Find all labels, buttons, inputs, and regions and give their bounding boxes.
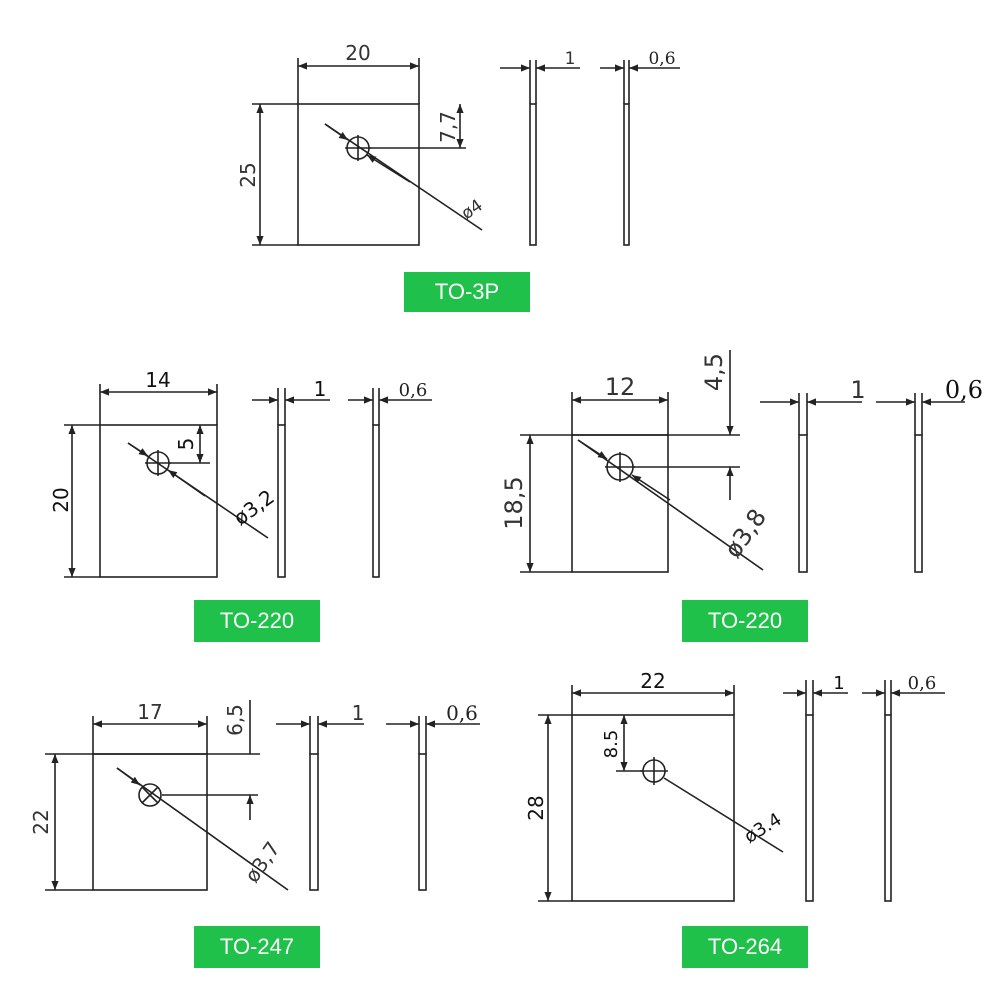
side-view-thin	[372, 424, 380, 578]
panel-to-220-a	[64, 384, 432, 578]
side-view-thin	[418, 753, 427, 891]
diameter-leader	[577, 439, 764, 571]
diameter-leader-arrow-b	[366, 154, 411, 183]
hole-offset-label: 6,5	[223, 704, 247, 736]
thickness-b-label: 0,6	[399, 380, 428, 401]
side-view-thin	[914, 434, 923, 573]
package-badge-to-220-b: TO-220	[682, 600, 808, 642]
pad-outline	[297, 103, 420, 246]
package-badge-to-220-a: TO-220	[194, 600, 320, 642]
hole-diameter-label: ø3,7	[240, 837, 285, 887]
diameter-leader	[116, 767, 289, 891]
thickness-a-label: 1	[314, 377, 327, 401]
thickness-b-label: 0,6	[446, 701, 478, 725]
hole-diameter-label: ø4	[458, 196, 487, 224]
diameter-leader-arrow-a	[577, 439, 608, 460]
hole-offset-label: 7,7	[436, 111, 460, 143]
side-view-thick	[798, 434, 808, 573]
side-view-thin	[623, 103, 630, 246]
width-label: 14	[145, 368, 170, 392]
thickness-a-label: 1	[352, 701, 365, 725]
side-view-thin	[884, 714, 892, 902]
panel-to-264	[538, 680, 945, 902]
height-label: 22	[29, 809, 53, 834]
diameter-leader	[663, 777, 784, 853]
height-label: 25	[236, 162, 260, 187]
package-badge-to-264: TO-264	[682, 926, 808, 968]
diameter-leader-arrow-a	[127, 442, 149, 457]
side-view-thick	[529, 103, 537, 246]
thickness-a-label: 1	[565, 49, 576, 69]
panel-to-247	[45, 700, 480, 891]
height-label: 20	[49, 487, 73, 512]
diameter-leader-arrow-a	[116, 767, 141, 786]
pad-outline	[99, 424, 218, 578]
width-label: 12	[605, 373, 636, 401]
height-label: 18,5	[500, 476, 528, 529]
thickness-b-label: 0,6	[648, 49, 675, 69]
hole-offset-label: 4,5	[700, 353, 728, 391]
thickness-b-label: 0,6	[908, 673, 937, 694]
pad-outline	[571, 714, 735, 902]
diameter-leader-arrow-b	[167, 469, 206, 497]
package-badge-to-247: TO-247	[194, 926, 320, 968]
panel-to-220-b	[520, 350, 965, 573]
side-view-thick	[309, 753, 319, 891]
hole-offset-label: 8.5	[601, 730, 622, 759]
mounting-hole	[138, 783, 162, 807]
hole-offset-label: 5	[174, 438, 198, 451]
width-label: 20	[345, 41, 370, 65]
diameter-leader-arrow-b	[631, 474, 671, 501]
package-badge-to-3p: TO-3P	[404, 272, 530, 312]
thickness-a-label: 1	[833, 673, 844, 694]
hole-diag-b	[141, 786, 159, 804]
width-label: 22	[640, 669, 665, 693]
side-view-thick	[277, 424, 286, 578]
side-view-thick	[805, 714, 814, 902]
hole-diameter-label: ø3,2	[229, 485, 279, 530]
height-label: 28	[524, 795, 548, 820]
hole-diameter-label: ø3,8	[719, 504, 772, 563]
diameter-leader-arrow-a	[324, 123, 349, 141]
thickness-a-label: 1	[850, 376, 865, 404]
panel-to-3p	[252, 58, 680, 246]
hole-diameter-label: ø3.4	[741, 809, 786, 848]
pad-outline	[92, 753, 208, 891]
thickness-b-label: 0,6	[945, 376, 983, 404]
width-label: 17	[137, 700, 162, 724]
